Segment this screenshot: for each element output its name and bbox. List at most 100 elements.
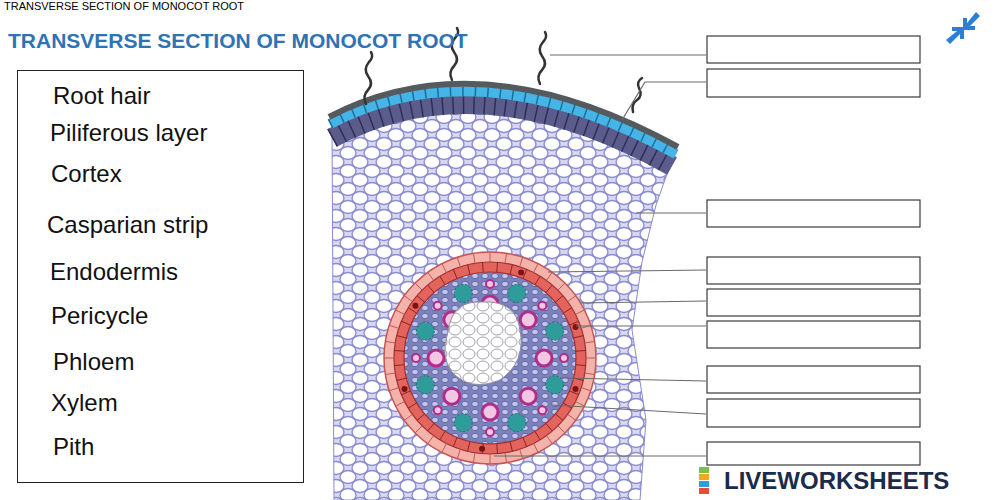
ring-cells [384, 252, 596, 464]
arrow-icon [946, 27, 964, 44]
word-option: Pericycle [51, 302, 148, 330]
root-hair [364, 52, 372, 104]
cell-wall [473, 453, 475, 463]
hypodermis-cell-walls [332, 104, 672, 166]
cell-wall [389, 388, 399, 391]
answer-box [707, 366, 920, 393]
protoxylem [560, 354, 568, 362]
answer-box [707, 321, 920, 348]
answer-box [707, 200, 920, 227]
cell-wall [574, 336, 584, 338]
answer-box [707, 442, 920, 465]
logo-icon [699, 467, 709, 494]
cell-wall [505, 253, 507, 263]
cell-wall [546, 272, 552, 280]
cell-wall [440, 431, 445, 440]
phloem-patch [454, 284, 472, 302]
cell-wall [576, 350, 586, 352]
cell-wall [440, 276, 445, 285]
phloem-patch [416, 376, 434, 394]
cell-wall [397, 378, 407, 380]
cell-wall [555, 414, 563, 420]
protoxylem [434, 302, 442, 310]
cell-wall [568, 414, 576, 420]
cell-wall [404, 414, 412, 420]
cell-wall [482, 262, 484, 272]
logo-square [699, 474, 709, 480]
cell-wall [534, 264, 539, 273]
cell-wall [428, 272, 434, 280]
cell-wall [510, 442, 512, 452]
protoxylem [538, 406, 546, 414]
hypodermis-band [332, 104, 672, 166]
answer-box [707, 36, 920, 63]
cell-wall [401, 321, 410, 325]
phloem-patch [416, 322, 434, 340]
leader-line [622, 82, 706, 120]
cell-wall [563, 308, 572, 313]
cell-wall [496, 444, 498, 454]
cell-wall [408, 403, 417, 408]
logo-square [699, 467, 709, 473]
cell-wall [457, 449, 460, 459]
answer-box [707, 289, 920, 316]
cell-wall [428, 423, 434, 431]
cell-wall [523, 437, 527, 446]
casparian-dot [412, 303, 418, 309]
word-option: Piliferous layer [50, 119, 207, 147]
cell-wall [535, 431, 540, 440]
vascular-bundles [412, 280, 568, 436]
collapse-icon [946, 12, 980, 44]
cell-wall [581, 388, 591, 391]
cell-wall [496, 262, 498, 272]
arrow-icon [963, 12, 980, 30]
casparian-dot [479, 446, 485, 452]
answer-box [707, 399, 920, 427]
pith-tissue [445, 302, 521, 385]
answer-box [707, 257, 920, 284]
cell-wall [558, 283, 565, 290]
cell-wall [428, 285, 434, 293]
protoxylem [412, 354, 420, 362]
cell-wall [555, 296, 563, 302]
watermark: LIVEWORKSHEETS [722, 467, 951, 495]
cell-wall [428, 436, 434, 444]
cell-wall [490, 454, 491, 464]
leader-line [576, 325, 706, 326]
logo-square [699, 488, 709, 494]
leader-line [580, 301, 706, 303]
endodermis-ring [394, 262, 586, 454]
answer-box [707, 69, 920, 97]
cell-wall [490, 252, 491, 262]
cell-wall [385, 373, 395, 375]
leader-line [636, 212, 706, 213]
cell-wall [585, 373, 595, 375]
word-option: Endodermis [50, 258, 178, 286]
cell-wall [586, 358, 596, 359]
cell-wall [396, 310, 405, 315]
cell-wall [468, 265, 470, 275]
leader-line [562, 378, 706, 381]
cell-wall [457, 257, 460, 267]
cell-wall [385, 341, 395, 343]
cell-wall [576, 310, 585, 315]
xylem-vessel [482, 404, 498, 420]
vascular-tissue [404, 272, 576, 444]
cell-wall [396, 402, 405, 407]
pericycle-outer-ring [384, 252, 596, 464]
cell-wall [442, 444, 447, 453]
leader-line [550, 54, 706, 55]
phloem-patch [454, 414, 472, 432]
protoxylem [486, 428, 494, 436]
cell-wall [510, 265, 512, 275]
cortex-tissue [332, 97, 672, 500]
casparian-dot [518, 269, 524, 275]
cell-wall [520, 449, 523, 459]
leader-line [548, 270, 706, 272]
word-option: Cortex [51, 160, 122, 188]
casparian-dot [573, 324, 579, 330]
leader-line [552, 405, 706, 414]
xylem-vessel [536, 350, 552, 366]
word-option: Casparian strip [47, 211, 208, 239]
